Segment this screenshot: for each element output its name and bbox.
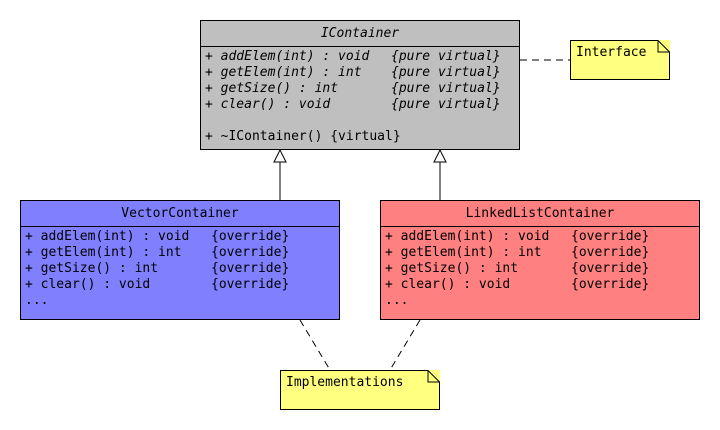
method-signature: + clear() : void [385,277,511,292]
class-title-icontainer: IContainer [201,21,519,47]
class-linkedlistcontainer: LinkedListContainer + addElem(int) : voi… [380,200,700,320]
method-signature: + addElem(int) : void [205,49,370,64]
note-interface: Interface [570,40,670,80]
note-anchor-impl-vector [299,319,331,371]
method-row: + clear() : void {override} [385,277,695,293]
method-modifier: {override} [211,261,290,276]
method-modifier: {override} [211,277,290,292]
method-modifier: {override} [571,245,650,260]
note-shape [570,40,670,80]
method-row: + getSize() : int {override} [385,261,695,277]
method-modifier: {pure virtual} [391,65,501,80]
method-row: + addElem(int) : void {override} [385,229,695,245]
method-row: + addElem(int) : void {override} [25,229,335,245]
method-signature: + clear() : void [205,97,331,112]
method-row: + getSize() : int {override} [25,261,335,277]
note-implementations: Implementations [280,370,440,410]
method-signature: + getSize() : int [205,81,339,96]
class-members-vectorcontainer: + addElem(int) : void {override} + getEl… [21,227,339,309]
class-vectorcontainer: VectorContainer + addElem(int) : void {o… [20,200,340,320]
note-text-interface: Interface [576,45,647,60]
note-shape [280,370,440,410]
member-spacer [205,113,515,129]
method-signature: + clear() : void [25,277,151,292]
method-signature: + getSize() : int [385,261,519,276]
method-row: + clear() : void {pure virtual} [205,97,515,113]
method-row: + getElem(int) : int {pure virtual} [205,65,515,81]
destructor-signature: + ~IContainer() {virtual} [205,129,401,144]
method-modifier: {pure virtual} [391,97,501,112]
method-signature: + getElem(int) : int [205,65,362,80]
method-signature: + getElem(int) : int [25,245,182,260]
note-text-implementations: Implementations [286,375,404,390]
method-modifier: {pure virtual} [391,81,501,96]
ellipsis-text: ... [25,293,49,308]
generalization-arrowhead-vector [273,148,287,163]
ellipsis-row: ... [25,293,335,309]
method-signature: + addElem(int) : void [385,229,550,244]
method-modifier: {pure virtual} [391,49,501,64]
class-members-linkedlistcontainer: + addElem(int) : void {override} + getEl… [381,227,699,309]
method-modifier: {override} [571,229,650,244]
method-row: + getSize() : int {pure virtual} [205,81,515,97]
method-modifier: {override} [211,245,290,260]
destructor-row: + ~IContainer() {virtual} [205,129,515,145]
method-modifier: {override} [571,261,650,276]
method-row: + clear() : void {override} [25,277,335,293]
method-signature: + addElem(int) : void [25,229,190,244]
method-signature: + getElem(int) : int [385,245,542,260]
method-modifier: {override} [211,229,290,244]
note-anchor-impl-linked [389,319,421,371]
method-row: + addElem(int) : void {pure virtual} [205,49,515,65]
class-icontainer: IContainer + addElem(int) : void {pure v… [200,20,520,150]
generalization-arrowhead-linked [433,148,447,163]
class-members-icontainer: + addElem(int) : void {pure virtual} + g… [201,47,519,145]
class-title-linkedlistcontainer: LinkedListContainer [381,201,699,227]
method-row: + getElem(int) : int {override} [25,245,335,261]
ellipsis-row: ... [385,293,695,309]
method-modifier: {override} [571,277,650,292]
method-row: + getElem(int) : int {override} [385,245,695,261]
ellipsis-text: ... [385,293,409,308]
method-signature: + getSize() : int [25,261,159,276]
class-title-vectorcontainer: VectorContainer [21,201,339,227]
